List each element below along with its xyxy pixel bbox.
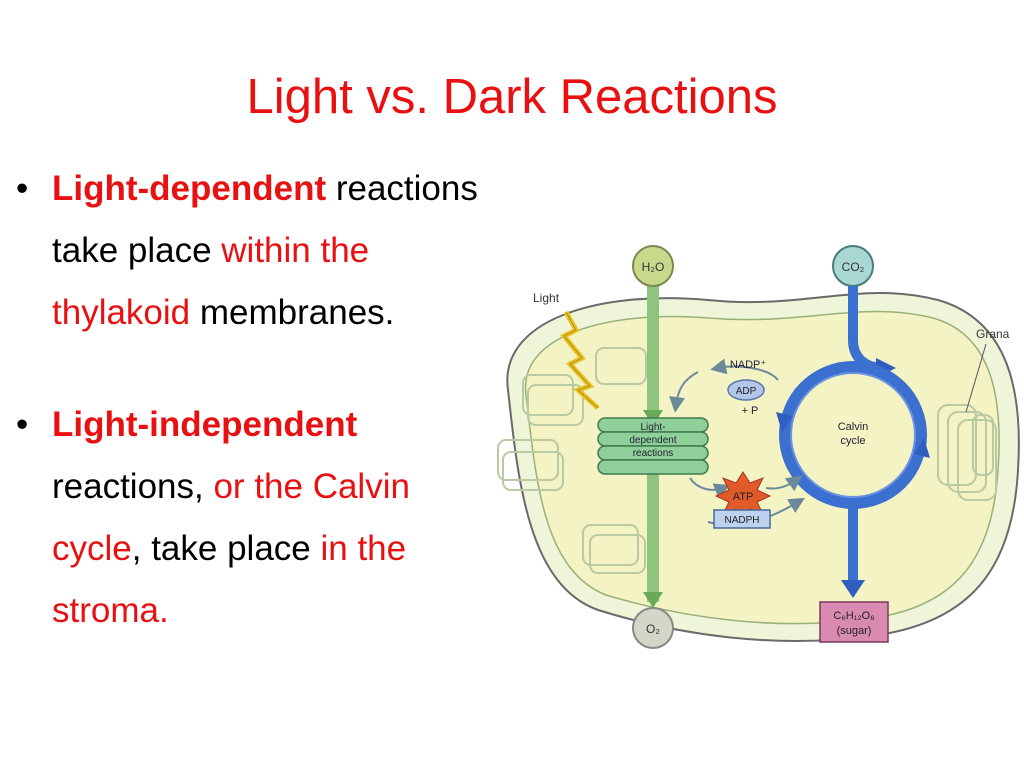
light-label: Light bbox=[533, 291, 560, 305]
adp-label: ADP bbox=[736, 386, 757, 397]
grana-label: Grana bbox=[976, 327, 1010, 341]
bullet-icon: • bbox=[16, 169, 29, 208]
nadp-label-group: NADP⁺ ADP + P bbox=[727, 359, 767, 417]
thylakoid-stack: Light- dependent reactions bbox=[597, 417, 709, 475]
atp-label: ATP bbox=[733, 491, 754, 503]
grana-label-group: Grana bbox=[965, 327, 1010, 413]
bullet-2-text-b: , take place bbox=[131, 529, 321, 568]
sugar-formula-label: C₆H₁₂O₆ bbox=[833, 610, 874, 622]
bullet-1-location: within the thylakoid bbox=[52, 231, 370, 332]
bullet-item-light-dependent: • Light-dependent reactions take place w… bbox=[14, 158, 484, 344]
bullet-1-text-a: reactions take place bbox=[52, 169, 478, 270]
grana-stacks bbox=[497, 347, 997, 574]
light-dependent-label-2: dependent bbox=[629, 435, 676, 446]
bullet-icon: • bbox=[16, 405, 29, 444]
water-input: H₂O bbox=[632, 245, 674, 426]
bullet-item-light-independent: • Light-independent reactions, or the Ca… bbox=[14, 394, 484, 642]
nadp-label: NADP⁺ bbox=[730, 359, 767, 371]
sugar-name-label: (sugar) bbox=[837, 625, 872, 637]
calvin-label-2: cycle bbox=[840, 435, 865, 447]
phosphate-label: + P bbox=[742, 405, 759, 417]
light-dependent-label-1: Light- bbox=[640, 422, 665, 433]
slide-title: Light vs. Dark Reactions bbox=[246, 70, 778, 124]
bullet-2-text-a: reactions, bbox=[52, 467, 214, 506]
bullet-2-alias: or the Calvin cycle bbox=[52, 467, 410, 568]
light-input: Light bbox=[533, 291, 600, 410]
co2-label: CO₂ bbox=[842, 260, 865, 274]
h2o-label: H₂O bbox=[642, 260, 665, 274]
light-dependent-label-3: reactions bbox=[633, 448, 674, 459]
sugar-output: C₆H₁₂O₆ (sugar) bbox=[819, 503, 889, 643]
chloroplast-diagram: Grana H₂O O₂ Light Li bbox=[478, 240, 1024, 660]
oxygen-output: O₂ bbox=[632, 472, 674, 649]
bullet-2-term: Light-independent bbox=[52, 405, 358, 444]
bullet-list: • Light-dependent reactions take place w… bbox=[14, 158, 484, 642]
bullet-1-term: Light-dependent bbox=[52, 169, 327, 208]
atp-nadph-group: ATP NADPH bbox=[713, 471, 772, 529]
bullet-2-location: in the stroma. bbox=[52, 529, 407, 630]
chloroplast-envelope bbox=[506, 291, 1020, 642]
calvin-label-1: Calvin bbox=[838, 421, 869, 433]
bullet-1-text-b: membranes. bbox=[190, 293, 395, 332]
o2-label: O₂ bbox=[646, 622, 660, 636]
nadph-label: NADPH bbox=[724, 515, 759, 526]
